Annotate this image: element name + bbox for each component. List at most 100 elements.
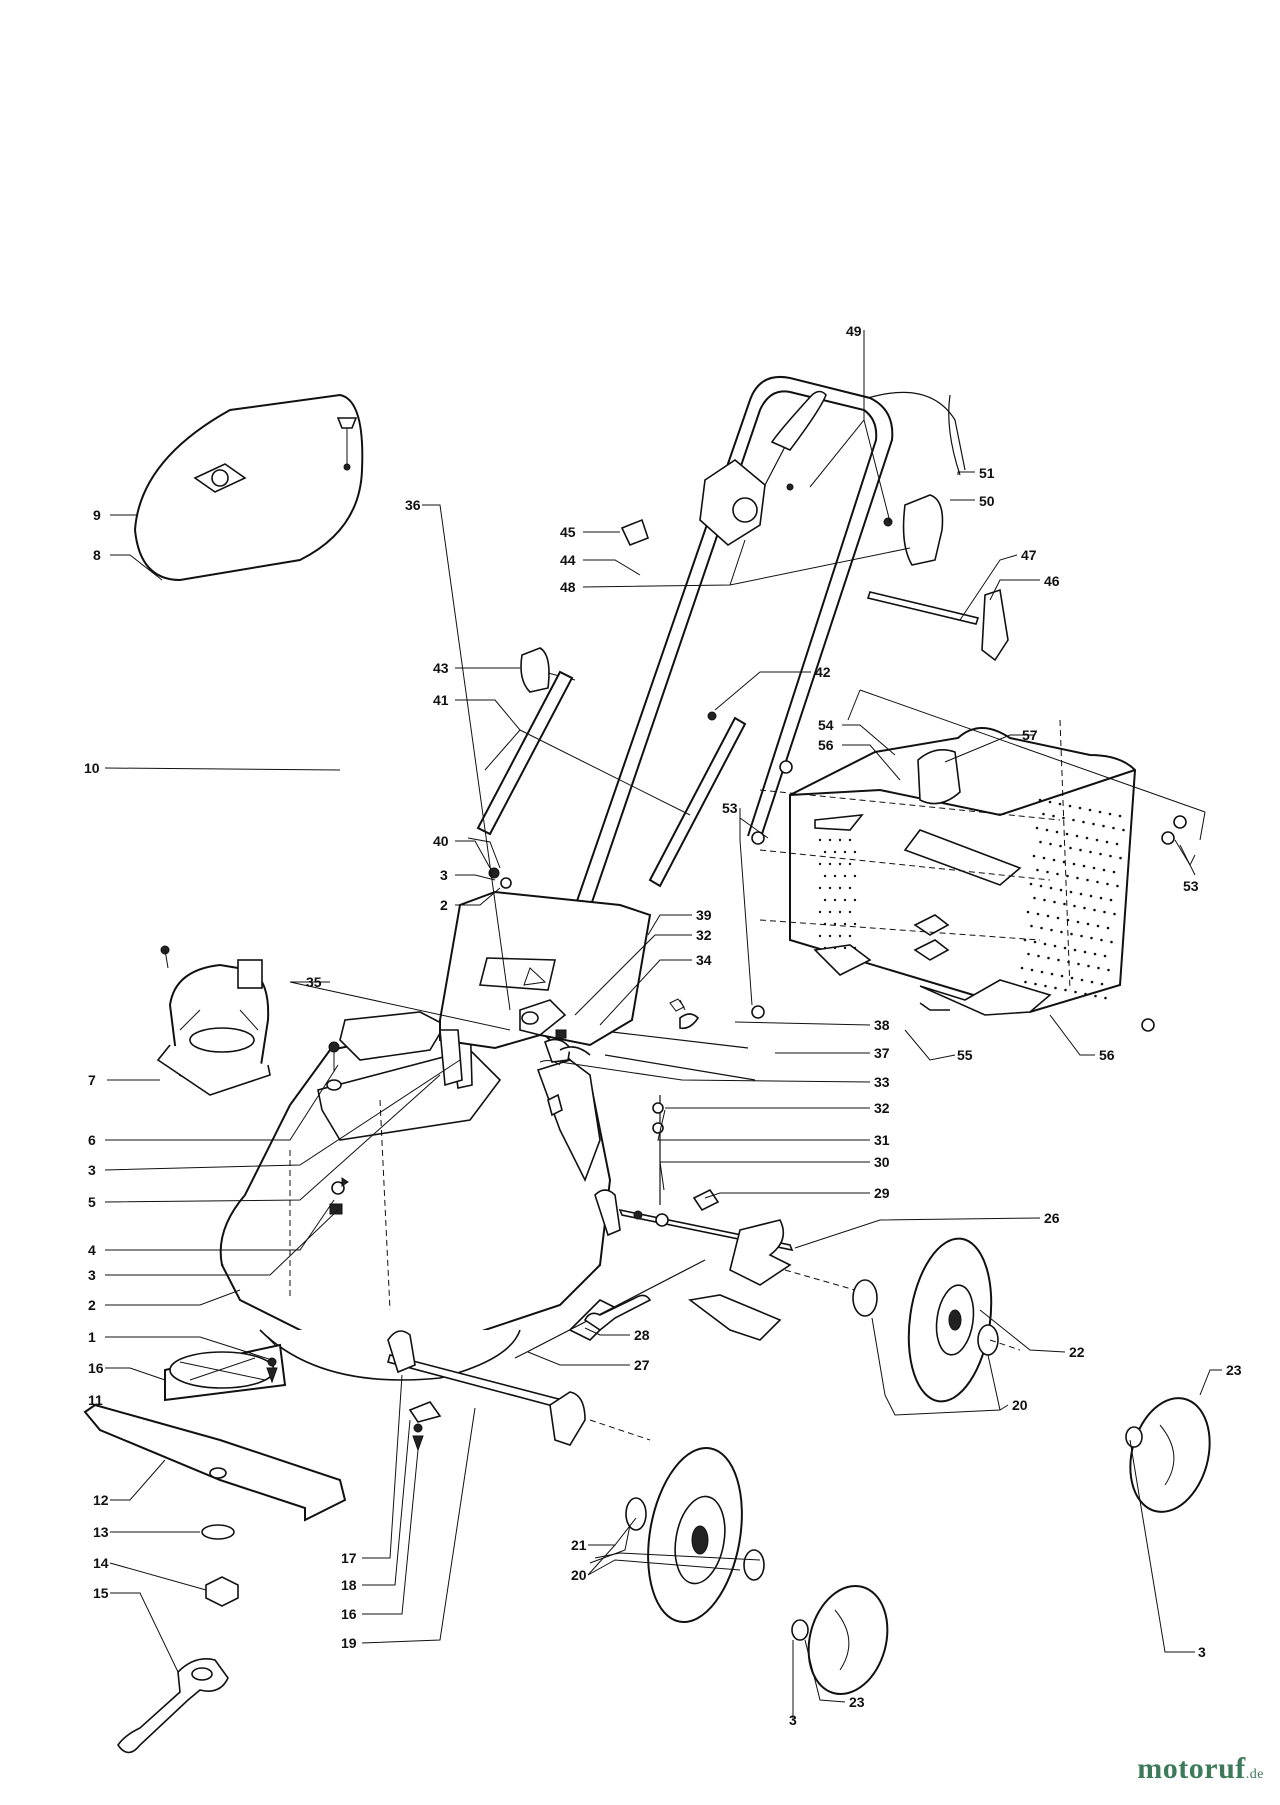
callout-44: 44 <box>560 552 576 568</box>
front-axle <box>387 1330 651 1452</box>
perforation-dot <box>833 850 837 854</box>
perforation-dot <box>828 838 832 842</box>
perforation-dot <box>1096 924 1100 928</box>
callout-21: 21 <box>571 1537 587 1553</box>
perforation-dot <box>1046 870 1049 874</box>
perforation-dot <box>1085 836 1089 840</box>
callout-15: 15 <box>93 1585 109 1601</box>
motor-cover <box>133 393 364 582</box>
callout-3b: 3 <box>88 1162 96 1178</box>
callout-8: 8 <box>93 547 101 563</box>
perforation-dot <box>1043 898 1046 902</box>
callout-45: 45 <box>560 524 576 540</box>
perforation-dot <box>1078 806 1082 810</box>
perforation-dot <box>1090 980 1094 984</box>
perforation-dot <box>823 946 827 950</box>
perforation-dot <box>1092 866 1096 870</box>
callout-27: 27 <box>634 1357 650 1373</box>
perforation-dot <box>1093 952 1097 956</box>
perforation-dot <box>1066 874 1069 878</box>
callout-56: 56 <box>818 737 834 753</box>
perforation-dot <box>1090 936 1093 940</box>
grass-box <box>751 689 1206 1032</box>
callout-41: 41 <box>433 692 449 708</box>
perforation-dot <box>843 874 847 878</box>
callout-2: 2 <box>440 897 448 913</box>
perforation-dot <box>1056 916 1060 920</box>
callout-36: 36 <box>405 497 421 513</box>
perforation-dot <box>828 862 832 866</box>
callout-30: 30 <box>874 1154 890 1170</box>
perforation-dot <box>1042 812 1045 816</box>
perforation-dot <box>1068 804 1072 808</box>
perforation-dot <box>1059 844 1062 848</box>
perforation-dot <box>1103 910 1106 914</box>
perforation-dot <box>1089 894 1093 898</box>
perforation-dot <box>1045 828 1049 832</box>
perforation-dot <box>1039 840 1042 844</box>
callout-42: 42 <box>815 664 831 680</box>
perforation-dot <box>1119 856 1122 860</box>
callout-10: 10 <box>84 760 100 776</box>
blade-assembly <box>83 1343 347 1754</box>
callout-29: 29 <box>874 1185 890 1201</box>
callout-2b: 2 <box>88 1297 96 1313</box>
callout-56b: 56 <box>1099 1047 1115 1063</box>
perforation-dot <box>838 862 842 866</box>
perforation-dot <box>1103 954 1107 958</box>
perforation-dot <box>1030 968 1034 972</box>
perforation-dot <box>1094 994 1097 998</box>
perforation-dot <box>1092 822 1095 826</box>
perforation-dot <box>833 946 837 950</box>
perforation-dot <box>1088 808 1092 812</box>
perforation-dot <box>823 874 827 878</box>
perforation-dot <box>1082 820 1085 824</box>
perforation-dot <box>1059 888 1063 892</box>
perforation-dot <box>848 862 852 866</box>
perforation-dot <box>1073 948 1077 952</box>
perforation-dot <box>833 922 837 926</box>
perforation-dot <box>1050 928 1053 932</box>
perforation-dot <box>1077 962 1080 966</box>
callout-26: 26 <box>1044 1210 1060 1226</box>
callout-53: 53 <box>722 800 738 816</box>
perforation-dot <box>1073 904 1076 908</box>
callout-18: 18 <box>341 1577 357 1593</box>
perforation-dot <box>1079 848 1082 852</box>
perforation-dot <box>1033 940 1037 944</box>
perforation-dot <box>1069 890 1073 894</box>
callout-20b: 20 <box>571 1567 587 1583</box>
perforation-dot <box>1107 968 1110 972</box>
perforation-dot <box>818 862 822 866</box>
perforation-dot <box>1063 902 1066 906</box>
perforation-dot <box>1064 988 1067 992</box>
perforation-dot <box>1053 944 1057 948</box>
callout-7: 7 <box>88 1072 96 1088</box>
perforation-dot <box>1036 912 1040 916</box>
callout-39: 39 <box>696 907 712 923</box>
perforation-dot <box>1049 886 1053 890</box>
perforation-dot <box>1074 990 1077 994</box>
perforation-dot <box>1102 868 1106 872</box>
perforation-dot <box>843 946 847 950</box>
perforation-dot <box>853 922 857 926</box>
perforation-dot <box>1032 854 1036 858</box>
callout-6: 6 <box>88 1132 96 1148</box>
callout-35: 35 <box>306 974 322 990</box>
perforation-dot <box>1109 854 1112 858</box>
perforation-dot <box>1100 982 1104 986</box>
perforation-dot <box>1069 846 1072 850</box>
perforation-dot <box>833 874 837 878</box>
perforation-dot <box>1060 974 1064 978</box>
perforation-dot <box>1122 828 1125 832</box>
perforation-dot <box>1040 970 1044 974</box>
perforation-dot <box>843 922 847 926</box>
perforation-dot <box>823 850 827 854</box>
perforation-dot <box>1097 966 1100 970</box>
perforation-dot <box>1086 922 1090 926</box>
perforation-dot <box>853 874 857 878</box>
perforation-dot <box>1076 920 1080 924</box>
callout-53b: 53 <box>1183 878 1199 894</box>
perforation-dot <box>848 838 852 842</box>
perforation-dot <box>1035 826 1039 830</box>
